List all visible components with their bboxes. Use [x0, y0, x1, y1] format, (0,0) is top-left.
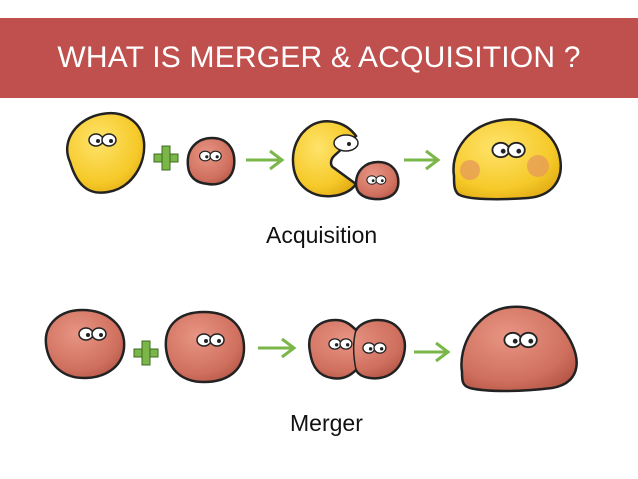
acquisition-row — [65, 112, 562, 201]
arrow-right-icon — [258, 337, 297, 359]
page-title: WHAT IS MERGER & ACQUISITION ? — [57, 41, 581, 74]
merged-company-blob — [460, 305, 578, 393]
company-b-blob — [164, 310, 246, 384]
large-company-blob — [65, 112, 146, 194]
arrow-right-icon — [414, 341, 451, 363]
arrow-right-icon — [404, 149, 441, 171]
small-company-blob — [186, 136, 236, 186]
company-a-blob — [44, 308, 126, 380]
acquisition-caption: Acquisition — [266, 222, 378, 248]
combined-company-blob — [452, 118, 562, 201]
merger-row — [44, 305, 578, 393]
acquiring-company-blob — [291, 120, 359, 198]
acquired-company-blob — [354, 160, 400, 201]
plus-icon — [133, 340, 159, 366]
arrow-right-icon — [246, 149, 285, 171]
merging-companies-blob — [307, 318, 407, 380]
merger-caption: Merger — [290, 410, 363, 436]
title-bar: WHAT IS MERGER & ACQUISITION ? — [0, 18, 638, 98]
plus-icon — [153, 145, 179, 171]
